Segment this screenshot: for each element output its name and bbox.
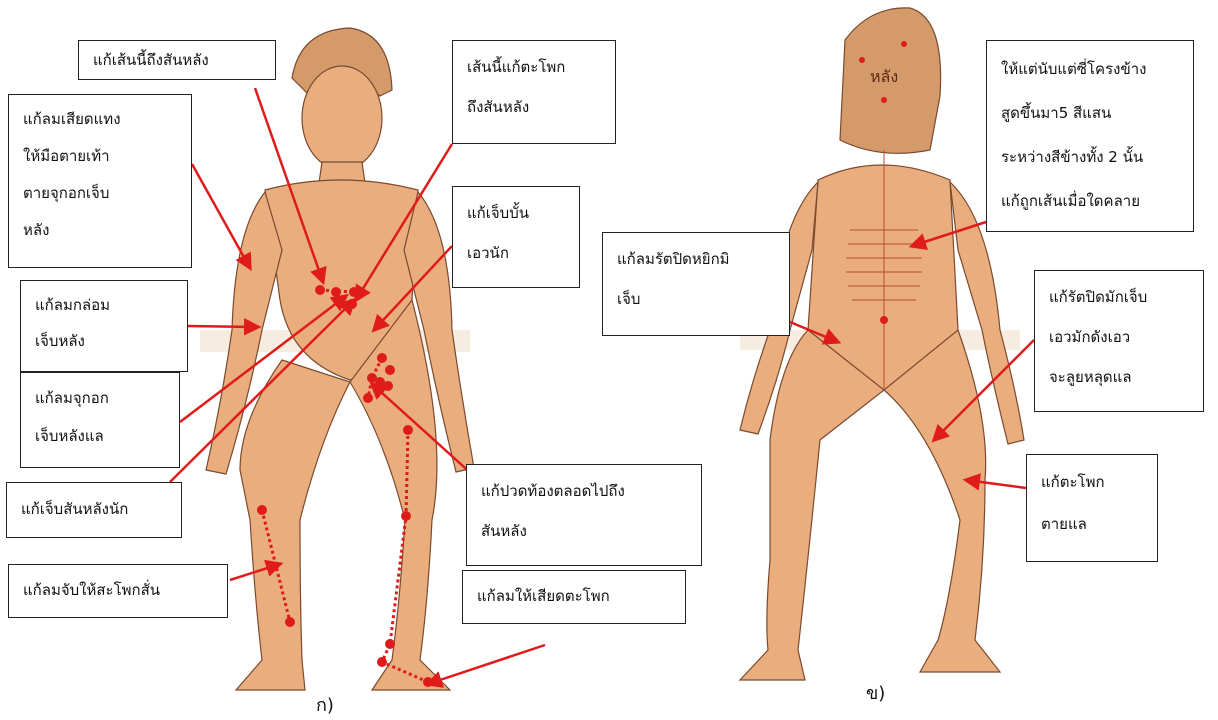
callout-line: แก้ลมเสียดแทง: [23, 101, 177, 138]
callout-line: เจ็บ: [617, 279, 775, 319]
callout-line: แก้ปวดท้องตลอดไปถึง: [481, 471, 687, 511]
back-figure: [740, 8, 1024, 680]
callout-line: เจ็บหลัง: [35, 323, 173, 359]
callout-line: เส้นนี้แก้ตะโพก: [467, 47, 601, 87]
callout-back-3: แก้รัตปิดมักเจ็บ เอวมักดังเอว จะลูยหลุดแ…: [1034, 270, 1204, 412]
callout-line: แก้เจ็บบั้น: [467, 193, 565, 233]
front-left-leg: [236, 360, 350, 690]
callout-front-1: แก้เส้นนี้ถึงสันหลัง: [78, 40, 276, 80]
callout-line: ถึงสันหลัง: [467, 87, 601, 127]
callout-line: แก้ลมให้เสียดตะโพก: [477, 577, 671, 615]
callout-line: แก้เจ็บสันหลังนัก: [21, 489, 167, 529]
caption-b: ข): [866, 678, 885, 707]
front-head: [302, 66, 382, 170]
callout-line: แก้ตะโพก: [1041, 461, 1143, 503]
callout-front-8: แก้ปวดท้องตลอดไปถึง สันหลัง: [466, 464, 702, 566]
callout-front-10: แก้ลมให้เสียดตะโพก: [462, 570, 686, 624]
callout-front-2: แก้ลมเสียดแทง ให้มือตายเท้า ตายจุกอกเจ็บ…: [8, 94, 192, 268]
callout-line: สันหลัง: [481, 511, 687, 551]
callout-line: เจ็บหลังแล: [35, 417, 165, 455]
callout-line: แก้ถูกเส้นเมื่อใดคลาย: [1001, 179, 1179, 223]
callout-line: แก้ลมกล่อม: [35, 287, 173, 323]
callout-back-1: ให้แต่นับแต่ซี่โครงข้าง สูดขึ้นมา5 สีแสน…: [986, 40, 1194, 232]
callout-front-7: แก้เจ็บสันหลังนัก: [6, 482, 182, 538]
callout-line: สูดขึ้นมา5 สีแสน: [1001, 91, 1179, 135]
callout-line: เอวมักดังเอว: [1049, 317, 1189, 357]
caption-a: ก): [316, 690, 334, 719]
callout-front-5: แก้ลมกล่อม เจ็บหลัง: [20, 280, 188, 372]
callout-line: ให้แต่นับแต่ซี่โครงข้าง: [1001, 47, 1179, 91]
callout-line: จะลูยหลุดแล: [1049, 357, 1189, 397]
callout-front-6: แก้ลมจุกอก เจ็บหลังแล: [20, 372, 180, 468]
callout-front-4: แก้เจ็บบั้น เอวนัก: [452, 186, 580, 288]
callout-line: ให้มือตายเท้า: [23, 138, 177, 175]
callout-line: เอวนัก: [467, 233, 565, 273]
callout-front-9: แก้ลมจับให้สะโพกสั่น: [8, 564, 228, 618]
front-figure: [200, 28, 474, 690]
back-script: หลัง: [870, 67, 898, 86]
callout-line: แก้ลมจุกอก: [35, 379, 165, 417]
callout-back-4: แก้ตะโพก ตายแล: [1026, 454, 1158, 562]
callout-back-2: แก้ลมรัตปิดหยิกมิ เจ็บ: [602, 232, 790, 336]
callout-line: แก้เส้นนี้ถึงสันหลัง: [93, 47, 261, 73]
callout-line: แก้รัตปิดมักเจ็บ: [1049, 277, 1189, 317]
callout-line: แก้ลมรัตปิดหยิกมิ: [617, 239, 775, 279]
callout-line: ระหว่างสีข้างทั้ง 2 นั้น: [1001, 135, 1179, 179]
callout-front-3: เส้นนี้แก้ตะโพก ถึงสันหลัง: [452, 40, 616, 144]
back-right-leg: [884, 330, 1000, 672]
callout-line: ตายแล: [1041, 503, 1143, 545]
callout-line: ตายจุกอกเจ็บ: [23, 175, 177, 212]
callout-line: แก้ลมจับให้สะโพกสั่น: [23, 571, 213, 609]
callout-line: หลัง: [23, 212, 177, 249]
